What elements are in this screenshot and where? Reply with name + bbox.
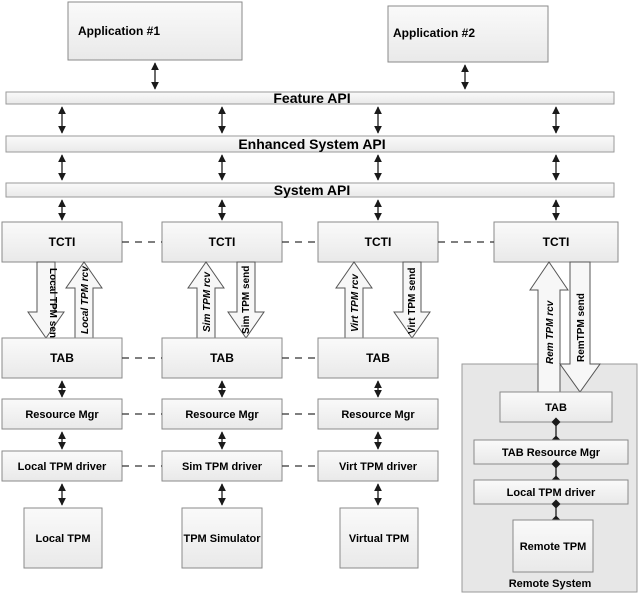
local-tpm-driver-label: Local TPM driver (18, 461, 107, 473)
resource-mgr-label-virt: Resource Mgr (341, 409, 415, 421)
virtual-tpm-box (339, 507, 419, 569)
tcti-box-sim (161, 221, 283, 263)
resource-mgr-label-sim: Resource Mgr (185, 409, 259, 421)
tcti-label-local: TCTI (49, 235, 76, 249)
virt-tpm-driver-label: Virt TPM driver (339, 461, 418, 473)
sim-rcv-label: Sim TPM rcv (202, 271, 213, 332)
tab-box-local (1, 337, 123, 379)
sim-tpm-driver-label: Sim TPM driver (182, 461, 263, 473)
local-tpm-driver-box (1, 450, 123, 482)
tcti-box-local (1, 221, 123, 263)
feature-api-bar (5, 91, 615, 105)
system-api-bar (5, 182, 615, 198)
rem-rcv-label: Rem TPM rcv (545, 299, 556, 364)
remote-system-label: Remote System (509, 578, 592, 590)
sim-send-channel (227, 261, 265, 339)
virtual-tpm-label: Virtual TPM (349, 533, 409, 545)
rem-send-label: RemTPM send (576, 293, 587, 362)
enhanced-system-api-label: Enhanced System API (238, 136, 385, 152)
virt-tpm-driver-box (317, 450, 439, 482)
resource-mgr-box-sim (161, 398, 283, 430)
remote-tpm-label: Remote TPM (520, 541, 587, 553)
local-rcv-label: Local TPM rcv (80, 265, 91, 334)
local-rcv-channel (65, 261, 103, 339)
sim-send-label: Sim TPM send (241, 266, 252, 334)
remote-tab-resource-mgr-box (473, 439, 629, 465)
tcti-label-virt: TCTI (365, 235, 392, 249)
local-tpm-label: Local TPM (35, 533, 90, 545)
tab-label-virt: TAB (366, 351, 390, 365)
application-1-label: Application #1 (78, 24, 160, 38)
feature-api-label: Feature API (273, 90, 350, 106)
virt-rcv-label: Virt TPM rcv (350, 273, 361, 332)
virt-send-label: Virt TPM send (407, 268, 418, 335)
sim-tpm-driver-box (161, 450, 283, 482)
rem-rcv-channel (529, 261, 569, 393)
tab-label-sim: TAB (210, 351, 234, 365)
virt-send-channel (393, 261, 431, 339)
application-2-box (387, 5, 549, 63)
resource-mgr-box-virt (317, 398, 439, 430)
application-1-box (67, 1, 243, 61)
remote-local-tpm-driver-label: Local TPM driver (507, 487, 596, 499)
local-send-label: Local TPM send (47, 268, 58, 344)
tab-box-virt (317, 337, 439, 379)
tab-label-local: TAB (50, 351, 74, 365)
remote-tpm-box (512, 519, 594, 573)
local-send-channel (27, 261, 65, 339)
remote-local-tpm-driver-box (473, 479, 629, 505)
remote-tab-resource-mgr-label: TAB Resource Mgr (502, 447, 601, 459)
tcti-label-remote: TCTI (543, 235, 570, 249)
remote-tab-box (499, 391, 613, 423)
virt-rcv-channel (335, 261, 373, 339)
tcti-label-sim: TCTI (209, 235, 236, 249)
remote-tab-label: TAB (545, 402, 567, 414)
application-2-label: Application #2 (393, 26, 475, 40)
tcti-box-virt (317, 221, 439, 263)
tpm-simulator-label: TPM Simulator (183, 533, 261, 545)
local-tpm-box (23, 507, 103, 569)
resource-mgr-box-local (1, 398, 123, 430)
resource-mgr-label-local: Resource Mgr (25, 409, 99, 421)
rem-send-channel (559, 261, 601, 393)
sim-rcv-channel (187, 261, 225, 339)
tpm-simulator-box (181, 507, 263, 569)
system-api-label: System API (274, 182, 351, 198)
enhanced-system-api-bar (5, 135, 615, 153)
tcti-box-remote (493, 221, 619, 263)
